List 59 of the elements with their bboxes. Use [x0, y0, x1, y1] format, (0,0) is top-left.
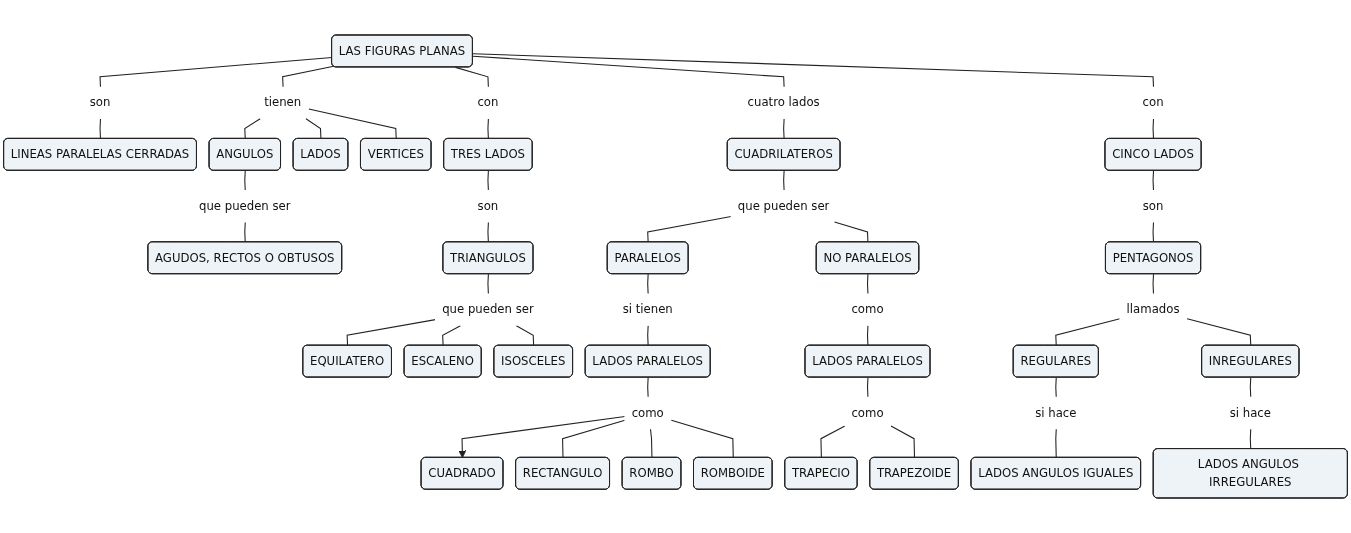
connector [244, 170, 246, 192]
connector [487, 221, 489, 243]
connector [305, 118, 322, 140]
connector [1249, 377, 1252, 398]
connector [308, 108, 397, 140]
connector [783, 118, 785, 140]
connector [244, 118, 261, 140]
connector [1249, 428, 1252, 450]
connector [472, 55, 785, 88]
node-text: si hace [1035, 405, 1077, 420]
connector [647, 273, 649, 295]
connector [442, 325, 461, 347]
connector [833, 221, 869, 243]
node-text: son [1142, 199, 1164, 213]
connector [1152, 170, 1155, 192]
connector [346, 319, 436, 347]
connector [1152, 118, 1155, 140]
connector [515, 325, 535, 347]
connector [282, 65, 335, 88]
connector [487, 118, 489, 140]
node-text: como [851, 405, 884, 420]
node-text: que pueden ser [199, 199, 291, 213]
connector [647, 325, 649, 347]
connector [1152, 273, 1155, 295]
node-text: son [477, 199, 499, 213]
connector [487, 170, 489, 192]
node-text: cuatro lados [747, 95, 820, 110]
connector [99, 118, 102, 140]
node-text: si tienen [622, 302, 673, 316]
connector [472, 53, 1155, 88]
arrow [458, 415, 626, 459]
connector [670, 419, 734, 459]
connector [866, 325, 869, 347]
connector [1055, 377, 1057, 398]
connector [866, 273, 869, 295]
connector [487, 273, 489, 295]
connector [562, 419, 626, 459]
connector [244, 221, 246, 243]
connector [1055, 318, 1121, 347]
node-text: con [477, 95, 499, 110]
connector [647, 377, 649, 398]
node-text: si hace [1229, 405, 1271, 420]
connector [1055, 428, 1057, 459]
node-text: como [851, 302, 884, 316]
connector [454, 66, 489, 88]
node-text: son [89, 95, 111, 110]
node-text: tienen [264, 95, 302, 110]
connector [647, 216, 732, 243]
node-text: que pueden ser [737, 199, 830, 213]
connector [1186, 318, 1252, 347]
connector [783, 170, 785, 192]
connector [649, 428, 653, 459]
connector [1152, 221, 1155, 243]
node-text: como [631, 405, 664, 420]
connector [866, 377, 869, 398]
node-text: que pueden ser [442, 302, 534, 316]
node-text: con [1142, 95, 1164, 110]
node-text: llamados [1126, 302, 1180, 316]
connector [99, 56, 333, 88]
